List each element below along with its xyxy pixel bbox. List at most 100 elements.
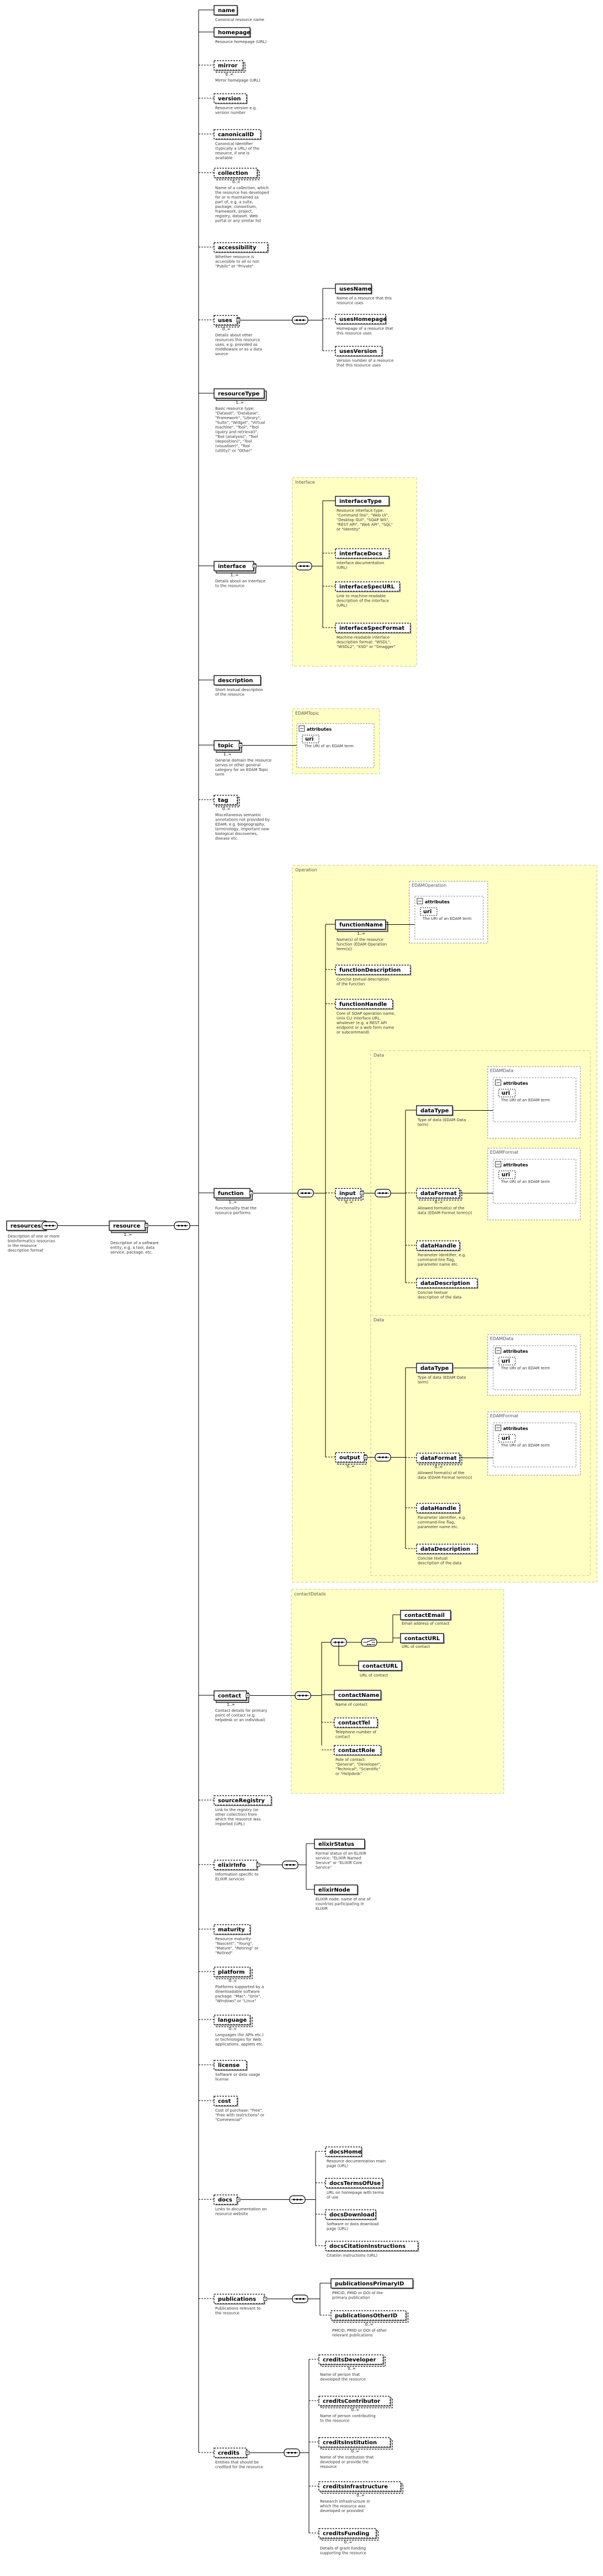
element-docs-citation-instructions[interactable]: docsCitationInstructions: [325, 2241, 419, 2252]
element-topic[interactable]: topic: [214, 740, 243, 753]
element-data-type[interactable]: dataType: [416, 1363, 454, 1374]
element-input[interactable]: input: [335, 1188, 364, 1201]
compositor-line: [366, 1640, 372, 1643]
element-box: [335, 283, 372, 294]
attribute-uri[interactable]: uri: [302, 735, 319, 743]
element-box: [416, 1544, 478, 1554]
element-homepage[interactable]: homepage: [214, 27, 252, 38]
element-data-type[interactable]: dataType: [416, 1105, 454, 1116]
element-cost[interactable]: cost: [214, 2096, 238, 2107]
element-license[interactable]: license: [214, 2060, 248, 2071]
element-credits-contributor[interactable]: creditsContributor: [318, 2396, 393, 2408]
element-data-format[interactable]: dataFormat: [416, 1188, 462, 1201]
element-description[interactable]: description: [214, 675, 262, 686]
element-collection[interactable]: collection: [214, 168, 260, 180]
element-output[interactable]: output: [335, 1452, 367, 1465]
element-box: [335, 548, 389, 559]
element-publications-primary-id[interactable]: publicationsPrimaryID: [330, 2278, 414, 2289]
element-language[interactable]: language: [214, 2015, 253, 2027]
element-source-registry[interactable]: sourceRegistry: [214, 1795, 273, 1806]
element-resource-type[interactable]: resourceType: [214, 388, 267, 401]
group-title: Data: [373, 1053, 384, 1058]
element-contact-name[interactable]: contactName: [334, 1690, 382, 1701]
element-label: version: [218, 96, 241, 102]
element-label: creditsInstitution: [323, 2440, 377, 2446]
element-uses-homepage[interactable]: usesHomepage: [335, 314, 387, 325]
element-docs[interactable]: docs: [214, 2194, 241, 2205]
attribute-uri[interactable]: uri: [420, 907, 437, 916]
element-uses-name[interactable]: usesName: [335, 283, 373, 294]
element-box: [214, 168, 258, 178]
element-docs-download[interactable]: docsDownload: [325, 2209, 377, 2220]
element-version[interactable]: version: [214, 93, 248, 104]
element-contact-url[interactable]: contactURL: [400, 1633, 445, 1644]
element-box: [214, 1967, 250, 1977]
element-interface-spec-url[interactable]: interfaceSpecURL: [335, 581, 401, 592]
edam-format-title: EDAMFormat: [490, 1150, 519, 1155]
attribute-uri[interactable]: uri: [498, 1357, 516, 1365]
element-label: publications: [218, 2296, 256, 2302]
element-credits[interactable]: credits: [214, 2448, 250, 2459]
element-data-description[interactable]: dataDescription: [416, 1544, 478, 1555]
element-data-format[interactable]: dataFormat: [416, 1453, 462, 1465]
element-publications[interactable]: publications: [214, 2294, 268, 2305]
element-accessibility[interactable]: accessibility: [214, 242, 269, 253]
element-elixir-info[interactable]: elixirInfo: [214, 1860, 260, 1871]
element-contact-url[interactable]: contactURL: [358, 1661, 403, 1672]
element-docs-home[interactable]: docsHome: [325, 2146, 363, 2157]
element-contact-email[interactable]: contactEmail: [400, 1610, 452, 1621]
element-contact-role[interactable]: contactRole: [334, 1745, 382, 1756]
element-label: dataType: [420, 1108, 449, 1114]
element-elixir-status[interactable]: elixirStatus: [314, 1839, 366, 1850]
element-resource[interactable]: resource: [109, 1220, 148, 1233]
element-data-handle[interactable]: dataHandle: [416, 1240, 461, 1251]
element-box: [318, 2354, 384, 2365]
element-label: dataFormat: [420, 1191, 457, 1197]
element-platform[interactable]: platform: [214, 1967, 253, 1979]
element-contact[interactable]: contact: [214, 1690, 250, 1703]
compositor-dot: [305, 1695, 307, 1696]
element-docs-terms-of-use[interactable]: docsTermsOfUse: [325, 2178, 384, 2189]
element-data-description[interactable]: dataDescription: [416, 1278, 478, 1289]
element-credits-funding[interactable]: creditsFunding: [318, 2528, 379, 2541]
element-resources[interactable]: resources: [6, 1220, 49, 1231]
element-interface[interactable]: interface: [214, 561, 257, 574]
element-elixir-node[interactable]: elixirNode: [314, 1884, 359, 1895]
element-credits-institution[interactable]: creditsInstitution: [318, 2437, 393, 2450]
element-tag[interactable]: tag: [214, 795, 240, 807]
cardinality-label: 1..∞: [227, 1702, 235, 1707]
element-function[interactable]: function: [214, 1188, 253, 1201]
attributes-panel: [493, 1345, 577, 1390]
element-maturity[interactable]: maturity: [214, 1924, 252, 1935]
element-uses[interactable]: uses: [214, 315, 241, 328]
element-function-handle[interactable]: functionHandle: [335, 999, 394, 1010]
element-function-description[interactable]: functionDescription: [335, 965, 412, 976]
element-publications-other-id[interactable]: publicationsOtherID: [330, 2310, 409, 2323]
attribute-uri[interactable]: uri: [498, 1170, 516, 1179]
element-name[interactable]: name: [214, 5, 238, 16]
element-mirror[interactable]: mirror: [214, 60, 246, 73]
attribute-uri[interactable]: uri: [498, 1089, 516, 1097]
element-credits-developer[interactable]: creditsDeveloper: [318, 2354, 386, 2367]
element-canonical-id[interactable]: canonicalID: [214, 129, 262, 140]
element-doc-cost: Cost of purchase: "Free","Free with rest…: [215, 2108, 264, 2122]
attribute-box: [498, 1089, 516, 1097]
element-data-handle[interactable]: dataHandle: [416, 1503, 461, 1514]
element-credits-infrastructure[interactable]: creditsInfrastructure: [318, 2481, 404, 2494]
interface-child-doc: Interface documentation(URL): [337, 561, 385, 570]
element-box: [318, 2528, 377, 2538]
element-interface-spec-format[interactable]: interfaceSpecFormat: [335, 623, 412, 634]
compositor-dot: [341, 1641, 343, 1643]
attribute-uri[interactable]: uri: [498, 1434, 516, 1443]
element-box: [335, 999, 393, 1009]
element-interface-docs[interactable]: interfaceDocs: [335, 548, 391, 559]
element-interface-type[interactable]: interfaceType: [335, 496, 391, 507]
element-function-name[interactable]: functionName: [335, 919, 388, 932]
element-contact-tel[interactable]: contactTel: [334, 1717, 378, 1728]
element-uses-version[interactable]: usesVersion: [335, 346, 383, 357]
